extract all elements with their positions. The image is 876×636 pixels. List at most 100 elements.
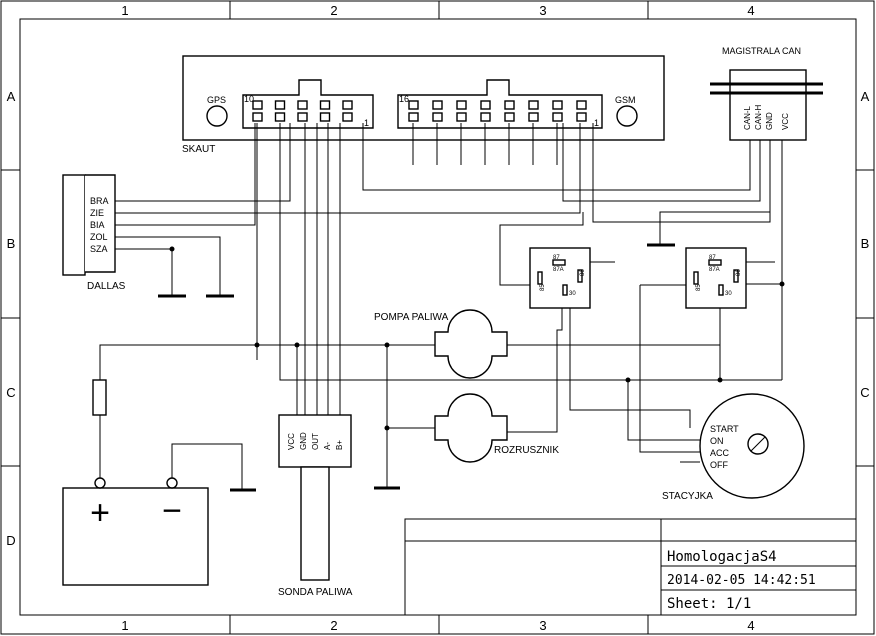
dallas-wire-sza: SZA — [90, 244, 108, 254]
frame-labels: 1 2 3 4 1 2 3 4 A B C D A B C — [6, 3, 869, 633]
title-block: HomologacjaS4 2014-02-05 14:42:51 Sheet:… — [404, 518, 857, 616]
relay2-pin-86: 86 — [736, 269, 742, 276]
connector-right-pin — [552, 112, 563, 122]
battery-plus-icon: + — [90, 494, 110, 532]
connector-left-pin — [297, 112, 308, 122]
connector-left-pin — [319, 100, 331, 110]
connector-right-pin — [504, 112, 515, 122]
battery-minus-icon: − — [162, 492, 182, 530]
fuel-pump: POMPA PALIWA — [374, 309, 508, 379]
connector-right-pin — [456, 112, 467, 122]
connector-right-pin — [480, 100, 491, 110]
connector-right-pin — [480, 112, 491, 122]
col-label-top-1: 1 — [121, 3, 128, 18]
connector-right-pin — [432, 112, 443, 122]
can-bus-title: MAGISTRALA CAN — [722, 46, 801, 56]
connector-right-pin — [528, 100, 539, 110]
row-label-left-a: A — [7, 89, 16, 104]
connector-right-pin — [408, 100, 419, 110]
connector-left-pin — [319, 112, 331, 122]
row-label-right-c: C — [860, 385, 869, 400]
probe-pin-out: OUT — [311, 433, 320, 450]
relay2-pin-30: 30 — [725, 291, 732, 297]
title-block-sheet: Sheet: 1/1 — [667, 596, 751, 612]
relay1-pin-85: 85 — [540, 284, 546, 291]
connector-right-pins — [408, 100, 587, 122]
connector-right-pin — [528, 112, 539, 122]
connector-left-pin — [274, 100, 286, 110]
ignition-label: STACYJKA — [662, 491, 713, 502]
col-label-top-3: 3 — [539, 3, 546, 18]
gsm-label: GSM — [615, 95, 636, 105]
connector-right-pin — [504, 100, 515, 110]
starter-motor-icon — [434, 393, 508, 463]
dallas-wire-bra: BRA — [90, 196, 109, 206]
probe-pin-vcc: VCC — [287, 433, 296, 450]
connector-right-pin — [576, 100, 587, 110]
ground-symbols — [158, 243, 675, 492]
connector-right-pin — [408, 112, 419, 122]
gps-label: GPS — [207, 95, 226, 105]
connector-left-pin — [342, 112, 353, 122]
col-label-bottom-2: 2 — [330, 618, 337, 633]
starter-label: ROZRUSZNIK — [494, 445, 559, 456]
connector-left-pin — [342, 100, 353, 110]
relay1-pin-87a: 87A — [553, 267, 564, 273]
gps-antenna-icon — [206, 105, 228, 127]
col-label-bottom-3: 3 — [539, 618, 546, 633]
connector-left-pin — [274, 112, 286, 122]
relay1-pin-87: 87 — [553, 255, 560, 261]
row-label-left-b: B — [7, 236, 16, 251]
row-label-right-b: B — [861, 236, 870, 251]
relay1-pin-86: 86 — [580, 269, 586, 276]
connector-left-last-pin: 1 — [364, 118, 369, 128]
connector-right-pin — [456, 100, 467, 110]
fuel-pump-label: POMPA PALIWA — [374, 312, 449, 323]
connector-left-pin — [297, 100, 308, 110]
row-label-right-a: A — [861, 89, 870, 104]
ignition-pos-acc: ACC — [710, 448, 730, 458]
can-pin-can-l: CAN-L — [743, 105, 752, 130]
relay-2: 87 87A 86 85 30 — [685, 247, 747, 309]
starter-motor: ROZRUSZNIK — [434, 393, 559, 463]
dallas-wire-zol: ZOL — [90, 232, 108, 242]
relay2-pin-85: 85 — [696, 284, 702, 291]
relay-1: 87 87A 86 85 30 — [529, 247, 591, 309]
connector-right-last-pin: 1 — [594, 118, 599, 128]
fuel-pump-motor-icon — [434, 309, 508, 379]
dallas-wire-bia: BIA — [90, 220, 105, 230]
dallas-wire-labels: BRA ZIE BIA ZOL SZA — [90, 196, 109, 254]
gsm-antenna-icon — [616, 105, 638, 127]
connector-left-first-pin: 10 — [244, 94, 254, 104]
connector-right-first-pin: 16 — [399, 94, 409, 104]
ignition-pos-off: OFF — [710, 460, 728, 470]
connector-right-pin — [576, 112, 587, 122]
dallas-label: DALLAS — [87, 281, 126, 292]
dallas-wire-zie: ZIE — [90, 208, 104, 218]
probe-pin-gnd: GND — [299, 432, 308, 450]
connector-right-pin — [552, 100, 563, 110]
title-block-date: 2014-02-05 14:42:51 — [667, 573, 816, 588]
can-bus: MAGISTRALA CAN CAN-L CAN-H GND VCC — [710, 46, 823, 141]
row-label-left-d: D — [6, 533, 15, 548]
relay1-pin-30: 30 — [569, 291, 576, 297]
col-label-top-4: 4 — [747, 3, 754, 18]
connector-right-pin — [432, 100, 443, 110]
row-label-left-c: C — [6, 385, 15, 400]
fuel-probe-label: SONDA PALIWA — [278, 587, 353, 598]
col-label-top-2: 2 — [330, 3, 337, 18]
can-pin-gnd: GND — [765, 112, 774, 130]
col-label-bottom-1: 1 — [121, 618, 128, 633]
skaut-connector-right — [397, 79, 603, 129]
can-pin-labels: CAN-L CAN-H GND VCC — [743, 104, 790, 130]
skaut-module: SKAUT GPS GSM 10 1 16 1 — [182, 55, 665, 155]
fuse-icon — [92, 379, 107, 416]
battery: + − — [62, 477, 209, 586]
connector-left-pins — [252, 100, 353, 122]
skaut-label: SKAUT — [182, 144, 215, 155]
connector-left-pin — [252, 112, 263, 122]
probe-pin-a-minus: A- — [323, 442, 332, 450]
fuel-probe: SONDA PALIWA VCC GND OUT A- B+ — [278, 414, 353, 598]
can-pin-can-h: CAN-H — [754, 104, 763, 130]
